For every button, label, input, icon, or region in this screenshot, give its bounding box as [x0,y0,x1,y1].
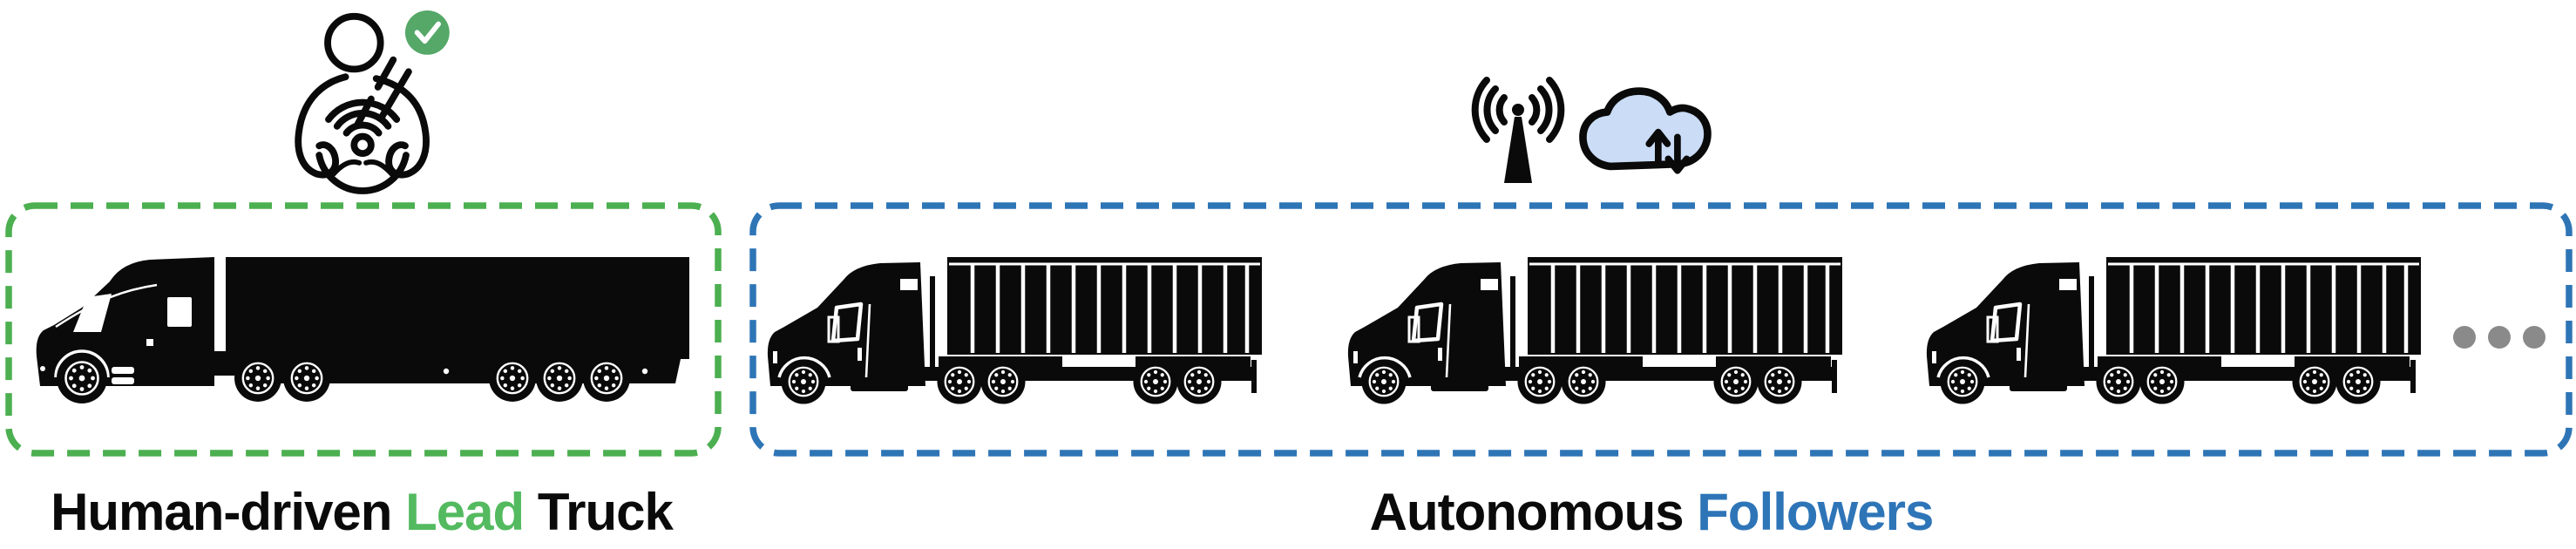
more-followers-ellipsis [2453,326,2545,349]
lead-label-prefix: Human-driven [51,483,406,541]
followers-label-prefix: Autonomous [1369,483,1698,541]
followers-group-box [749,202,2573,457]
cloud-sync-icon [1579,87,1712,174]
lead-truck-image [36,257,689,405]
lead-label-suffix: Truck [524,483,674,541]
ellipsis-dot [2523,326,2545,349]
follower-truck-image [1347,254,1844,403]
download-arrow [1664,133,1691,174]
ellipsis-dot [2453,326,2476,349]
followers-label: Autonomous Followers [1290,479,2013,546]
ellipsis-dot [2488,326,2511,349]
lead-truck-group-box [5,202,722,457]
radio-antenna-icon [1471,77,1565,183]
follower-truck-image [1926,254,2423,403]
driver-steering-wheel-icon [295,10,450,194]
follower-truck-image [767,254,1264,403]
followers-label-highlight: Followers [1697,483,1934,541]
lead-label-highlight: Lead [405,483,525,541]
upload-arrow [1645,128,1671,167]
check-badge-icon [404,10,450,55]
lead-truck-label: Human-driven Lead Truck [0,479,723,546]
